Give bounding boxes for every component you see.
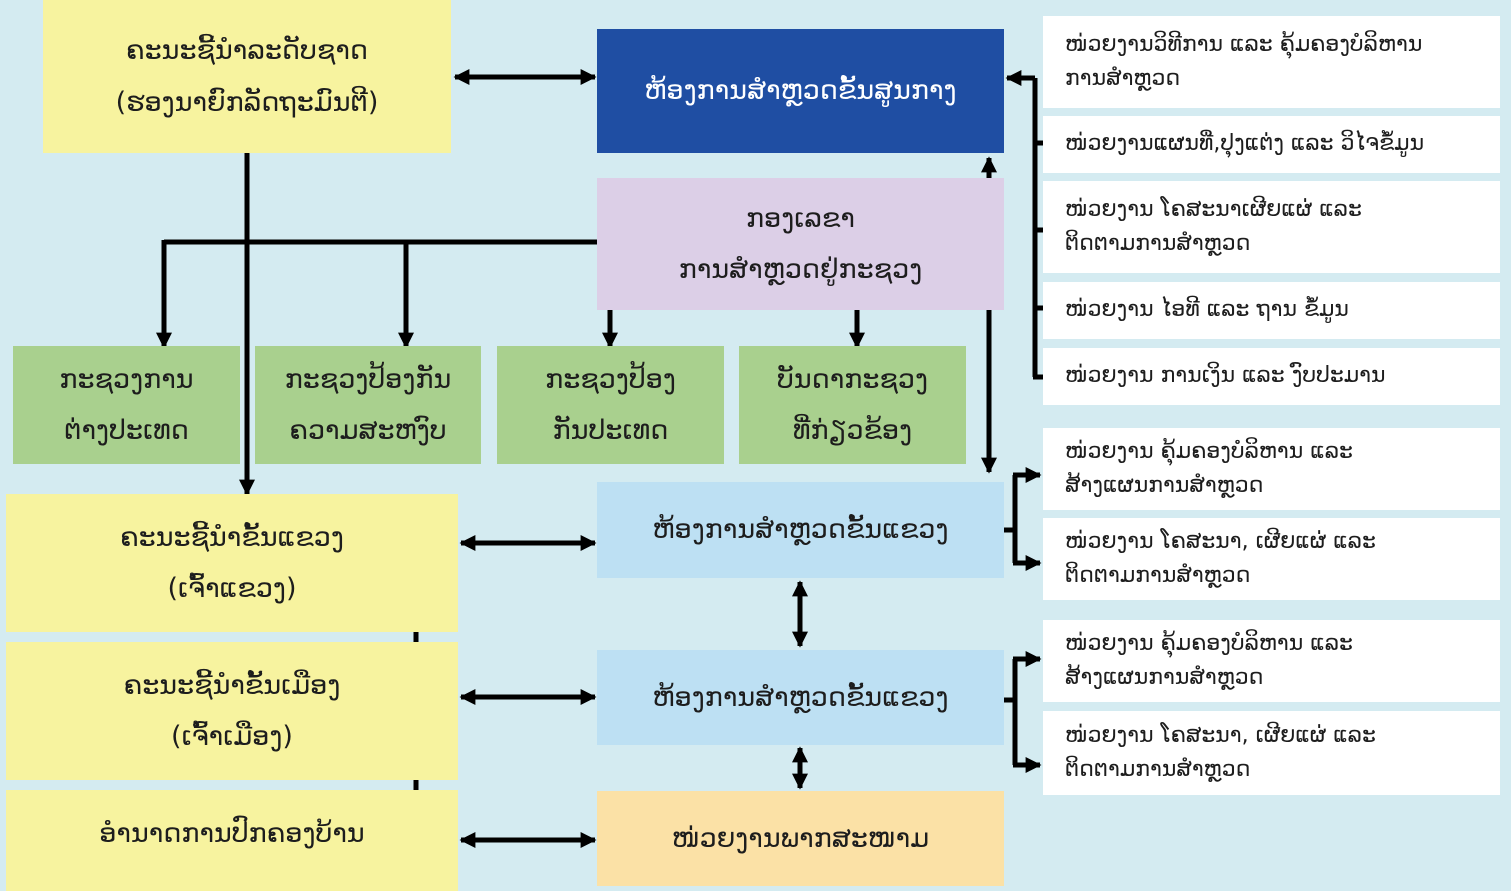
unit-line1: ໜ່ວຍງານແຜນທີ່,ປຸງແຕ່ງ ແລະ ວິໄຈຂໍ້ມູນ — [1065, 131, 1425, 157]
unit-line1: ໜ່ວຍງານ ການເງິນ ແລະ ງົບປະມານ — [1065, 363, 1386, 389]
ministry-box: ກະຊວງປ້ອງ ກັນປະເທດ — [497, 346, 724, 464]
central-unit: ໜ່ວຍງານແຜນທີ່,ປຸງແຕ່ງ ແລະ ວິໄຈຂໍ້ມູນ — [1043, 116, 1500, 173]
district-steering-committee: ຄະນະຊີ້ນຳຂັ້ນເມືອງ (ເຈົ້າເມືອງ) — [6, 642, 458, 780]
secretariat: ກອງເລຂາ ການສຳຫຼວດຢູ່ກະຊວງ — [597, 178, 1004, 310]
central-survey-office: ຫ້ອງການສຳຫຼວດຂັ້ນສູນກາງ — [597, 29, 1004, 153]
ministry-line2: ກັນປະເທດ — [552, 415, 669, 446]
national-steering-committee: ຄະນະຊີ້ນຳລະດັບຊາດ (ຮອງນາຍົກລັດຖະມົນຕີ) — [43, 0, 451, 153]
ministry-box: ກະຊວງການ ຕ່າງປະເທດ — [13, 346, 240, 464]
secretariat-title: ກອງເລຂາ — [746, 202, 855, 234]
provincial-survey-office: ຫ້ອງການສຳຫຼວດຂັ້ນແຂວງ — [597, 482, 1004, 578]
provincial-unit: ໜ່ວຍງານ ຄຸ້ມຄອງບໍລິຫານ ແລະ ສ້າງແຜນການສຳຫ… — [1043, 428, 1500, 510]
district-subtitle: (ເຈົ້າເມືອງ) — [171, 721, 293, 752]
ministry-line2: ຄວາມສະຫງົບ — [289, 415, 447, 446]
ministry-box: ບັນດາກະຊວງ ທີ່ກ່ຽວຂ້ອງ — [739, 346, 966, 464]
provincial-office-label: ຫ້ອງການສຳຫຼວດຂັ້ນແຂວງ — [652, 514, 949, 546]
ministry-box: ກະຊວງປ້ອງກັນ ຄວາມສະຫງົບ — [255, 346, 481, 464]
unit-line2: ການສຳຫຼວດ — [1065, 66, 1181, 91]
unit-line1: ໜ່ວຍງານ ຄຸ້ມຄອງບໍລິຫານ ແລະ — [1065, 630, 1353, 656]
village-authority: ອຳນາດການປົກຄອງບ້ານ — [6, 790, 458, 891]
central-unit: ໜ່ວຍງານວິທີການ ແລະ ຄຸ້ມຄອງບໍລິຫານ ການສຳຫ… — [1043, 16, 1500, 108]
district-office-label: ຫ້ອງການສຳຫຼວດຂັ້ນແຂວງ — [652, 681, 949, 713]
unit-line1: ໜ່ວຍງານວິທີການ ແລະ ຄຸ້ມຄອງບໍລິຫານ — [1065, 31, 1423, 57]
unit-line2: ສ້າງແຜນການສຳຫຼວດ — [1065, 665, 1264, 690]
unit-line1: ໜ່ວຍງານ ໂຄສະນາ, ເຜີຍແຜ່ ແລະ — [1065, 528, 1376, 554]
ministry-line2: ຕ່າງປະເທດ — [64, 415, 189, 446]
ministry-line1: ກະຊວງປ້ອງກັນ — [284, 363, 452, 395]
unit-line1: ໜ່ວຍງານ ໂຄສະນາ, ເຜີຍແຜ່ ແລະ — [1065, 722, 1376, 748]
district-unit: ໜ່ວຍງານ ໂຄສະນາ, ເຜີຍແຜ່ ແລະ ຕິດຕາມການສຳຫ… — [1043, 711, 1500, 795]
central-unit: ໜ່ວຍງານ ໂຄສະນາເຜີຍແຜ່ ແລະ ຕິດຕາມການສຳຫຼວ… — [1043, 181, 1500, 273]
unit-line2: ຕິດຕາມການສຳຫຼວດ — [1065, 231, 1251, 256]
unit-line1: ໜ່ວຍງານ ໄອທີ ແລະ ຖານ ຂໍ້ມູນ — [1065, 297, 1349, 323]
unit-line2: ຕິດຕາມການສຳຫຼວດ — [1065, 757, 1251, 782]
central-unit: ໜ່ວຍງານ ການເງິນ ແລະ ງົບປະມານ — [1043, 348, 1500, 405]
provincial-title: ຄະນະຊີ້ນຳຂັ້ນແຂວງ — [120, 521, 344, 553]
ministry-line1: ກະຊວງປ້ອງ — [545, 363, 676, 395]
village-title: ອຳນາດການປົກຄອງບ້ານ — [99, 817, 365, 849]
national-subtitle: (ຮອງນາຍົກລັດຖະມົນຕີ) — [115, 86, 379, 118]
provincial-steering-committee: ຄະນະຊີ້ນຳຂັ້ນແຂວງ (ເຈົ້າແຂວງ) — [6, 494, 458, 632]
unit-line1: ໜ່ວຍງານ ຄຸ້ມຄອງບໍລິຫານ ແລະ — [1065, 438, 1353, 464]
unit-line2: ສ້າງແຜນການສຳຫຼວດ — [1065, 473, 1264, 498]
ministry-line1: ບັນດາກະຊວງ — [776, 363, 929, 395]
field-unit: ໜ່ວຍງານພາກສະໜາມ — [597, 791, 1004, 886]
district-unit: ໜ່ວຍງານ ຄຸ້ມຄອງບໍລິຫານ ແລະ ສ້າງແຜນການສຳຫ… — [1043, 620, 1500, 702]
ministry-line2: ທີ່ກ່ຽວຂ້ອງ — [792, 415, 913, 446]
district-survey-office: ຫ້ອງການສຳຫຼວດຂັ້ນແຂວງ — [597, 650, 1004, 745]
national-title: ຄະນະຊີ້ນຳລະດັບຊາດ — [126, 35, 368, 67]
provincial-unit: ໜ່ວຍງານ ໂຄສະນາ, ເຜີຍແຜ່ ແລະ ຕິດຕາມການສຳຫ… — [1043, 518, 1500, 600]
field-unit-label: ໜ່ວຍງານພາກສະໜາມ — [671, 822, 930, 854]
secretariat-subtitle: ການສຳຫຼວດຢູ່ກະຊວງ — [678, 254, 923, 285]
unit-line2: ຕິດຕາມການສຳຫຼວດ — [1065, 563, 1251, 588]
ministry-line1: ກະຊວງການ — [59, 363, 194, 395]
provincial-subtitle: (ເຈົ້າແຂວງ) — [167, 573, 297, 604]
central-office-label: ຫ້ອງການສຳຫຼວດຂັ້ນສູນກາງ — [644, 75, 957, 107]
unit-line1: ໜ່ວຍງານ ໂຄສະນາເຜີຍແຜ່ ແລະ — [1065, 196, 1362, 222]
central-unit: ໜ່ວຍງານ ໄອທີ ແລະ ຖານ ຂໍ້ມູນ — [1043, 282, 1500, 339]
district-title: ຄະນະຊີ້ນຳຂັ້ນເມືອງ — [123, 669, 341, 701]
